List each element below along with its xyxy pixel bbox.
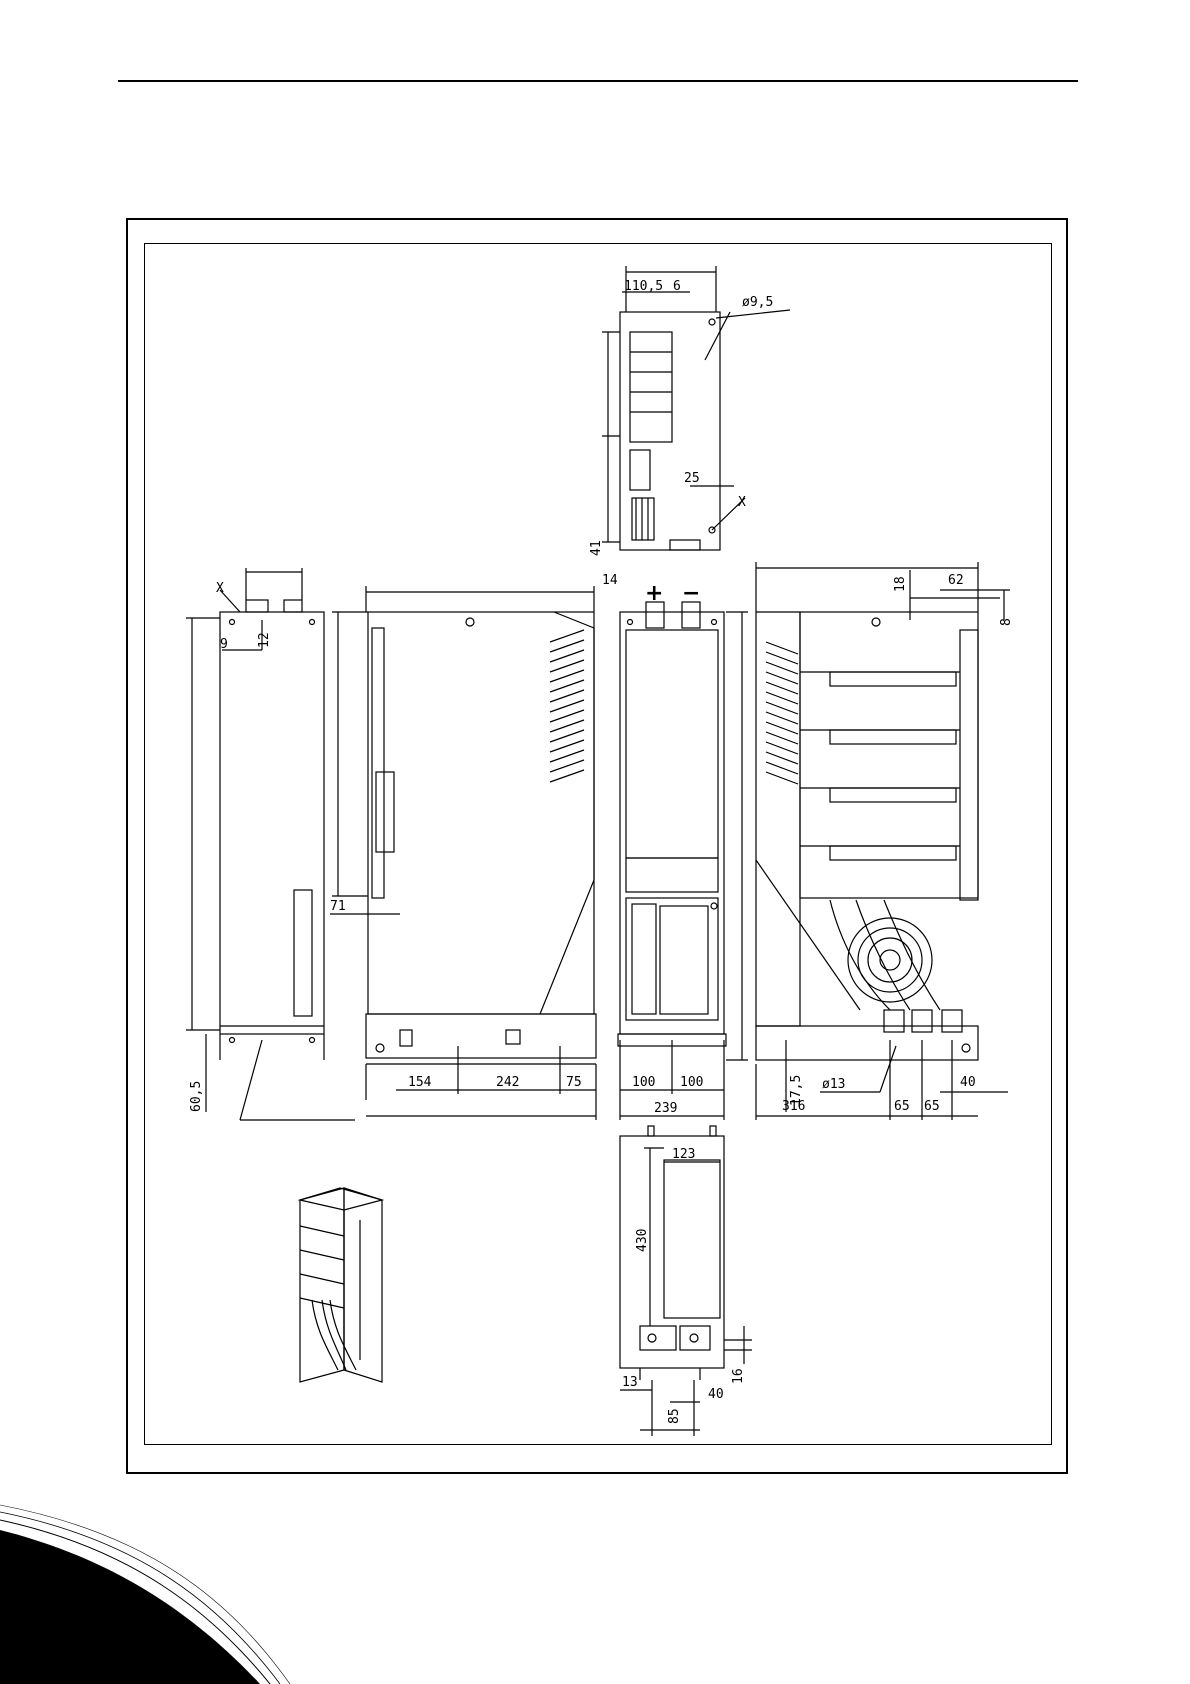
page-corner-swoosh: [0, 0, 1190, 1684]
